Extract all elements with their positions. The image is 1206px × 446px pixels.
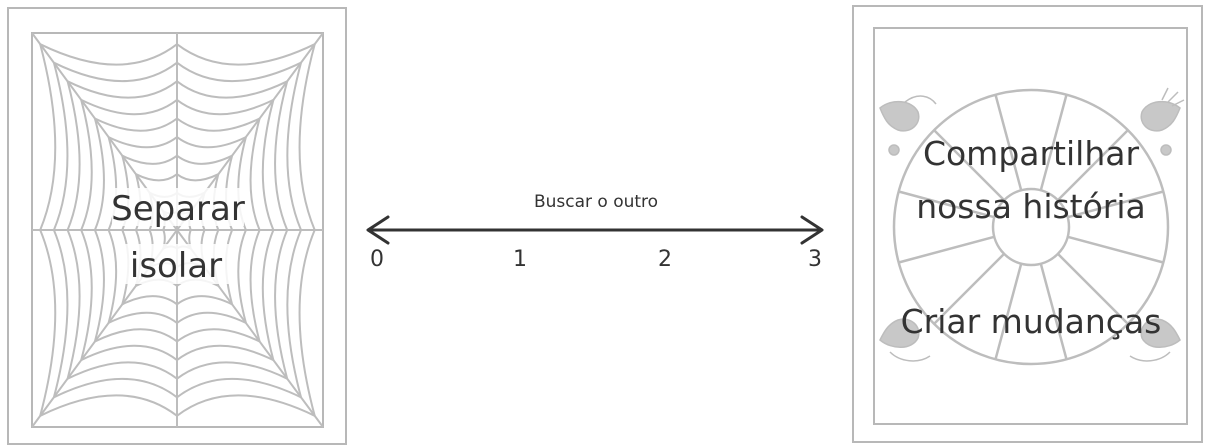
scale-label: Buscar o outro — [534, 192, 658, 212]
ornament-bottom-right-icon — [1129, 318, 1181, 362]
arrow-left-head-icon — [366, 215, 390, 245]
left-panel: Separar isolar — [7, 7, 347, 445]
ornament-top-left-icon — [879, 95, 937, 156]
tick-label-3: 3 — [808, 247, 822, 272]
right-outer-frame — [852, 5, 1203, 443]
corner-ornaments — [879, 87, 1185, 362]
spider-web-icon — [31, 32, 324, 428]
right-label-line-1: Compartilhar — [923, 134, 1140, 173]
left-label: Separar isolar — [111, 188, 245, 286]
right-label-line-2: nossa história — [916, 187, 1146, 226]
ornament-top-right-icon — [1140, 87, 1185, 156]
right-label-line-3: Criar mudanças — [901, 302, 1162, 341]
tick-label-2: 2 — [658, 247, 672, 272]
right-inner-frame — [873, 27, 1188, 425]
arrow-right-head-icon — [800, 215, 824, 245]
ornament-bottom-left-icon — [879, 318, 931, 362]
left-label-line-2: isolar — [130, 246, 222, 286]
tick-label-1: 1 — [513, 247, 527, 272]
left-label-line-1: Separar — [111, 189, 245, 229]
right-panel: Compartilhar nossa história Criar mudanç… — [852, 5, 1203, 443]
circle-mandala-icon — [892, 88, 1170, 366]
scale: Buscar o outro 0 1 2 3 — [366, 192, 824, 272]
tick-label-0: 0 — [370, 247, 384, 272]
left-outer-frame — [7, 7, 347, 445]
